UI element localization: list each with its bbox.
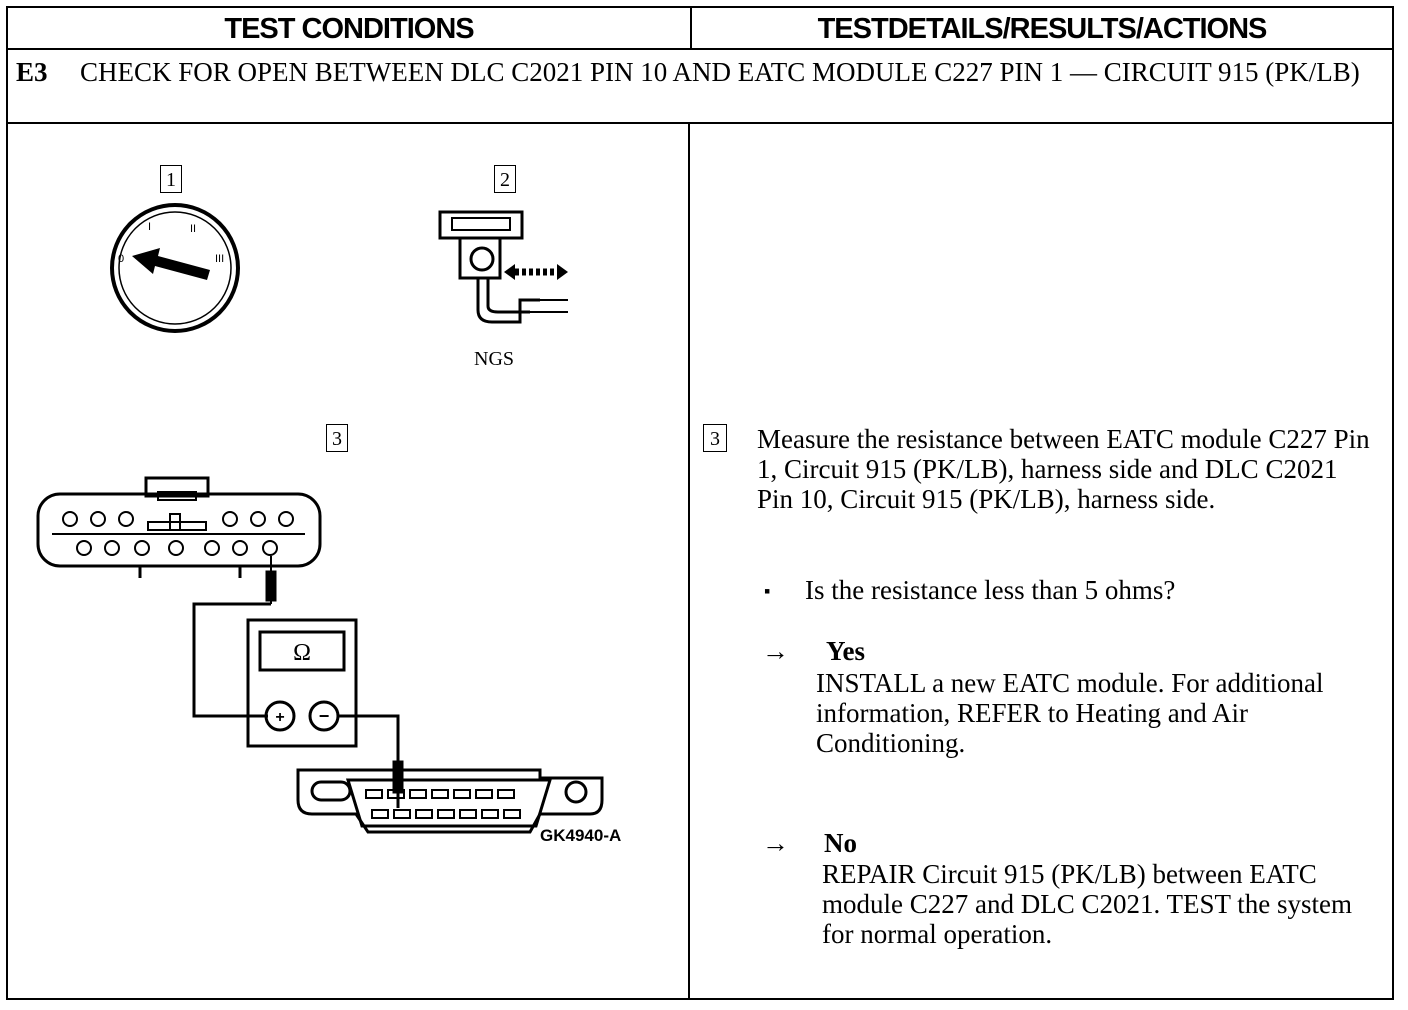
no-action: REPAIR Circuit 915 (PK/LB) between EATC …	[822, 859, 1352, 949]
header-test-conditions: TEST CONDITIONS	[8, 8, 692, 48]
meter-minus: −	[319, 706, 330, 726]
ignition-switch-icon: 0 I II III	[110, 203, 240, 333]
meter-leads	[192, 556, 404, 808]
svg-text:III: III	[215, 253, 224, 265]
figure-2-number: 2	[494, 165, 516, 193]
header-test-details: TESTDETAILS/RESULTS/ACTIONS	[817, 13, 1268, 45]
svg-text:0: 0	[118, 253, 124, 265]
meter-symbol: Ω	[293, 640, 311, 666]
meter-plus: +	[275, 709, 284, 726]
question-bullet: ▪	[764, 581, 771, 601]
no-arrow: →	[762, 828, 789, 858]
svg-text:I: I	[148, 221, 151, 233]
ngs-connector-icon	[438, 210, 568, 324]
yes-action: INSTALL a new EATC module. For additiona…	[816, 668, 1324, 758]
figure-1-number: 1	[160, 165, 182, 193]
svg-text:II: II	[190, 223, 196, 235]
table-header: TEST CONDITIONS TESTDETAILS/RESULTS/ACTI…	[8, 8, 1392, 50]
detail-step-number: 3	[703, 424, 727, 452]
yes-arrow: →	[762, 636, 789, 666]
detail-question: Is the resistance less than 5 ohms?	[805, 575, 1176, 605]
no-label: No	[824, 828, 857, 858]
dlc-connector-icon	[296, 768, 604, 834]
step-id: E3	[16, 57, 48, 87]
detail-instruction: Measure the resistance between EATC modu…	[757, 424, 1370, 514]
step-title-row: E3 CHECK FOR OPEN BETWEEN DLC C2021 PIN …	[8, 50, 1392, 124]
test-table: TEST CONDITIONS TESTDETAILS/RESULTS/ACTI…	[6, 6, 1394, 1000]
yes-label: Yes	[826, 636, 865, 666]
figure-id: GK4940-A	[540, 826, 622, 845]
step-title: CHECK FOR OPEN BETWEEN DLC C2021 PIN 10 …	[80, 57, 1360, 87]
column-divider	[688, 122, 690, 998]
multimeter-icon	[246, 618, 358, 748]
figure-3-number: 3	[326, 424, 348, 452]
eatc-connector-icon	[36, 476, 322, 578]
ngs-label: NGS	[474, 348, 515, 370]
